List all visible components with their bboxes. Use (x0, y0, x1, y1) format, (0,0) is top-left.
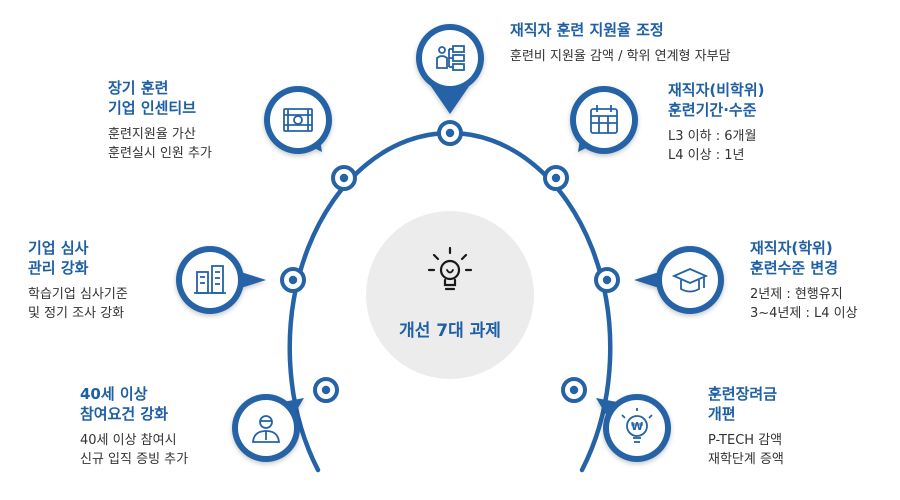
org-chart-icon (436, 45, 465, 71)
person-icon (252, 415, 280, 443)
arc-dot (594, 267, 620, 293)
pin-marker-right-2 (634, 246, 724, 314)
arc-dot (437, 120, 463, 146)
arc-dot (543, 165, 569, 191)
pin-marker-left-1 (264, 86, 332, 154)
node-desc: 훈련비 지원율 감액 / 학위 연계형 자부담 (510, 49, 731, 64)
arc-dot (561, 377, 587, 403)
pin-marker-right-1 (570, 86, 638, 154)
center-circle (366, 211, 534, 379)
node-title: 재직자(학위)훈련수준 변경 (750, 239, 839, 277)
won-bulb-icon: ₩ (621, 408, 653, 443)
buildings-icon (194, 265, 226, 294)
svg-text:₩: ₩ (631, 420, 643, 433)
arc-dot (313, 377, 339, 403)
node-title: 재직자 훈련 지원율 조정 (510, 21, 664, 39)
calendar-icon (590, 105, 618, 134)
arc-dot (331, 165, 357, 191)
pin-marker-top (416, 24, 484, 114)
pin-marker-right-3 (596, 394, 671, 462)
node-training-support-rate: 재직자 훈련 지원율 조정 훈련비 지원율 감액 / 학위 연계형 자부담 (510, 20, 731, 66)
node-title: 재직자(비학위)훈련기간·수준 (668, 81, 765, 119)
arc-dots (280, 120, 620, 403)
arc-dot (280, 267, 306, 293)
graduation-cap-icon (671, 268, 709, 293)
pin-marker-left-2 (176, 246, 266, 314)
center-title: 개선 7대 과제 (399, 321, 501, 341)
lightbulb-icon (427, 246, 473, 291)
money-bill-icon (283, 108, 313, 132)
